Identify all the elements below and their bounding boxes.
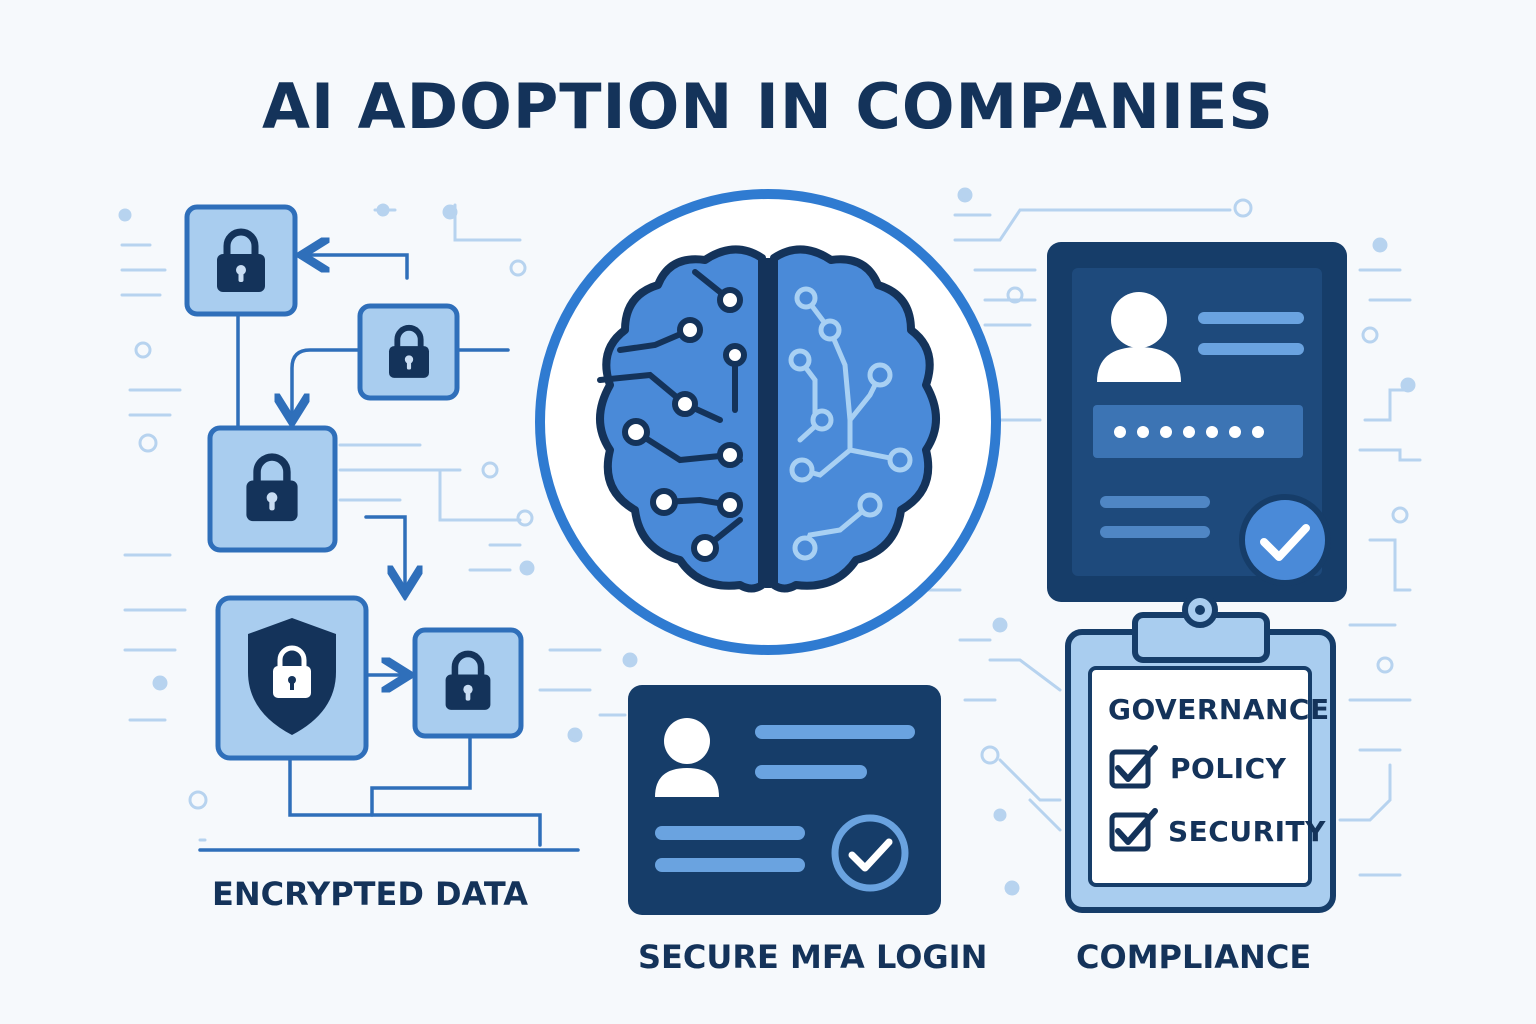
lock-box-1: [184, 204, 298, 317]
lock-box-2: [357, 303, 460, 401]
clipboard-icon: [1065, 592, 1336, 913]
password-dots: [1114, 426, 1264, 438]
mfa-login-card: [628, 685, 941, 915]
caption-compliance: COMPLIANCE: [1076, 938, 1312, 976]
check-circle-icon: [831, 814, 909, 892]
caption-encrypted-data: ENCRYPTED DATA: [212, 875, 528, 913]
user-avatar-icon: [1097, 292, 1181, 382]
checkbox-checked-icon: [1109, 808, 1158, 852]
password-field: [1093, 405, 1303, 458]
background-circuit-lines: [120, 203, 1422, 877]
background-circuit-nodes: [118, 187, 1416, 896]
lock-box-4: [412, 627, 524, 739]
check-circle-icon: [1239, 494, 1331, 586]
shield-lock-icon: [273, 645, 311, 698]
login-screen-panel: [1047, 242, 1347, 602]
flow-connectors: [198, 255, 580, 852]
ai-brain-emblem: [535, 189, 1001, 655]
page-title: AI ADOPTION IN COMPANIES: [262, 70, 1274, 143]
user-avatar-icon: [655, 718, 719, 797]
clipboard-heading-governance: GOVERNANCE: [1108, 693, 1330, 726]
caption-secure-mfa-login: SECURE MFA LOGIN: [638, 938, 988, 976]
shield-box: [215, 595, 369, 761]
lock-box-3: [207, 425, 338, 553]
clipboard-item-policy: POLICY: [1170, 752, 1287, 785]
checkbox-checked-icon: [1109, 745, 1158, 789]
brain-circuit-icon: [596, 245, 940, 593]
clipboard-item-security: SECURITY: [1168, 815, 1326, 848]
card-text-lines: [655, 725, 915, 872]
encrypted-data-diagram: [184, 204, 580, 852]
